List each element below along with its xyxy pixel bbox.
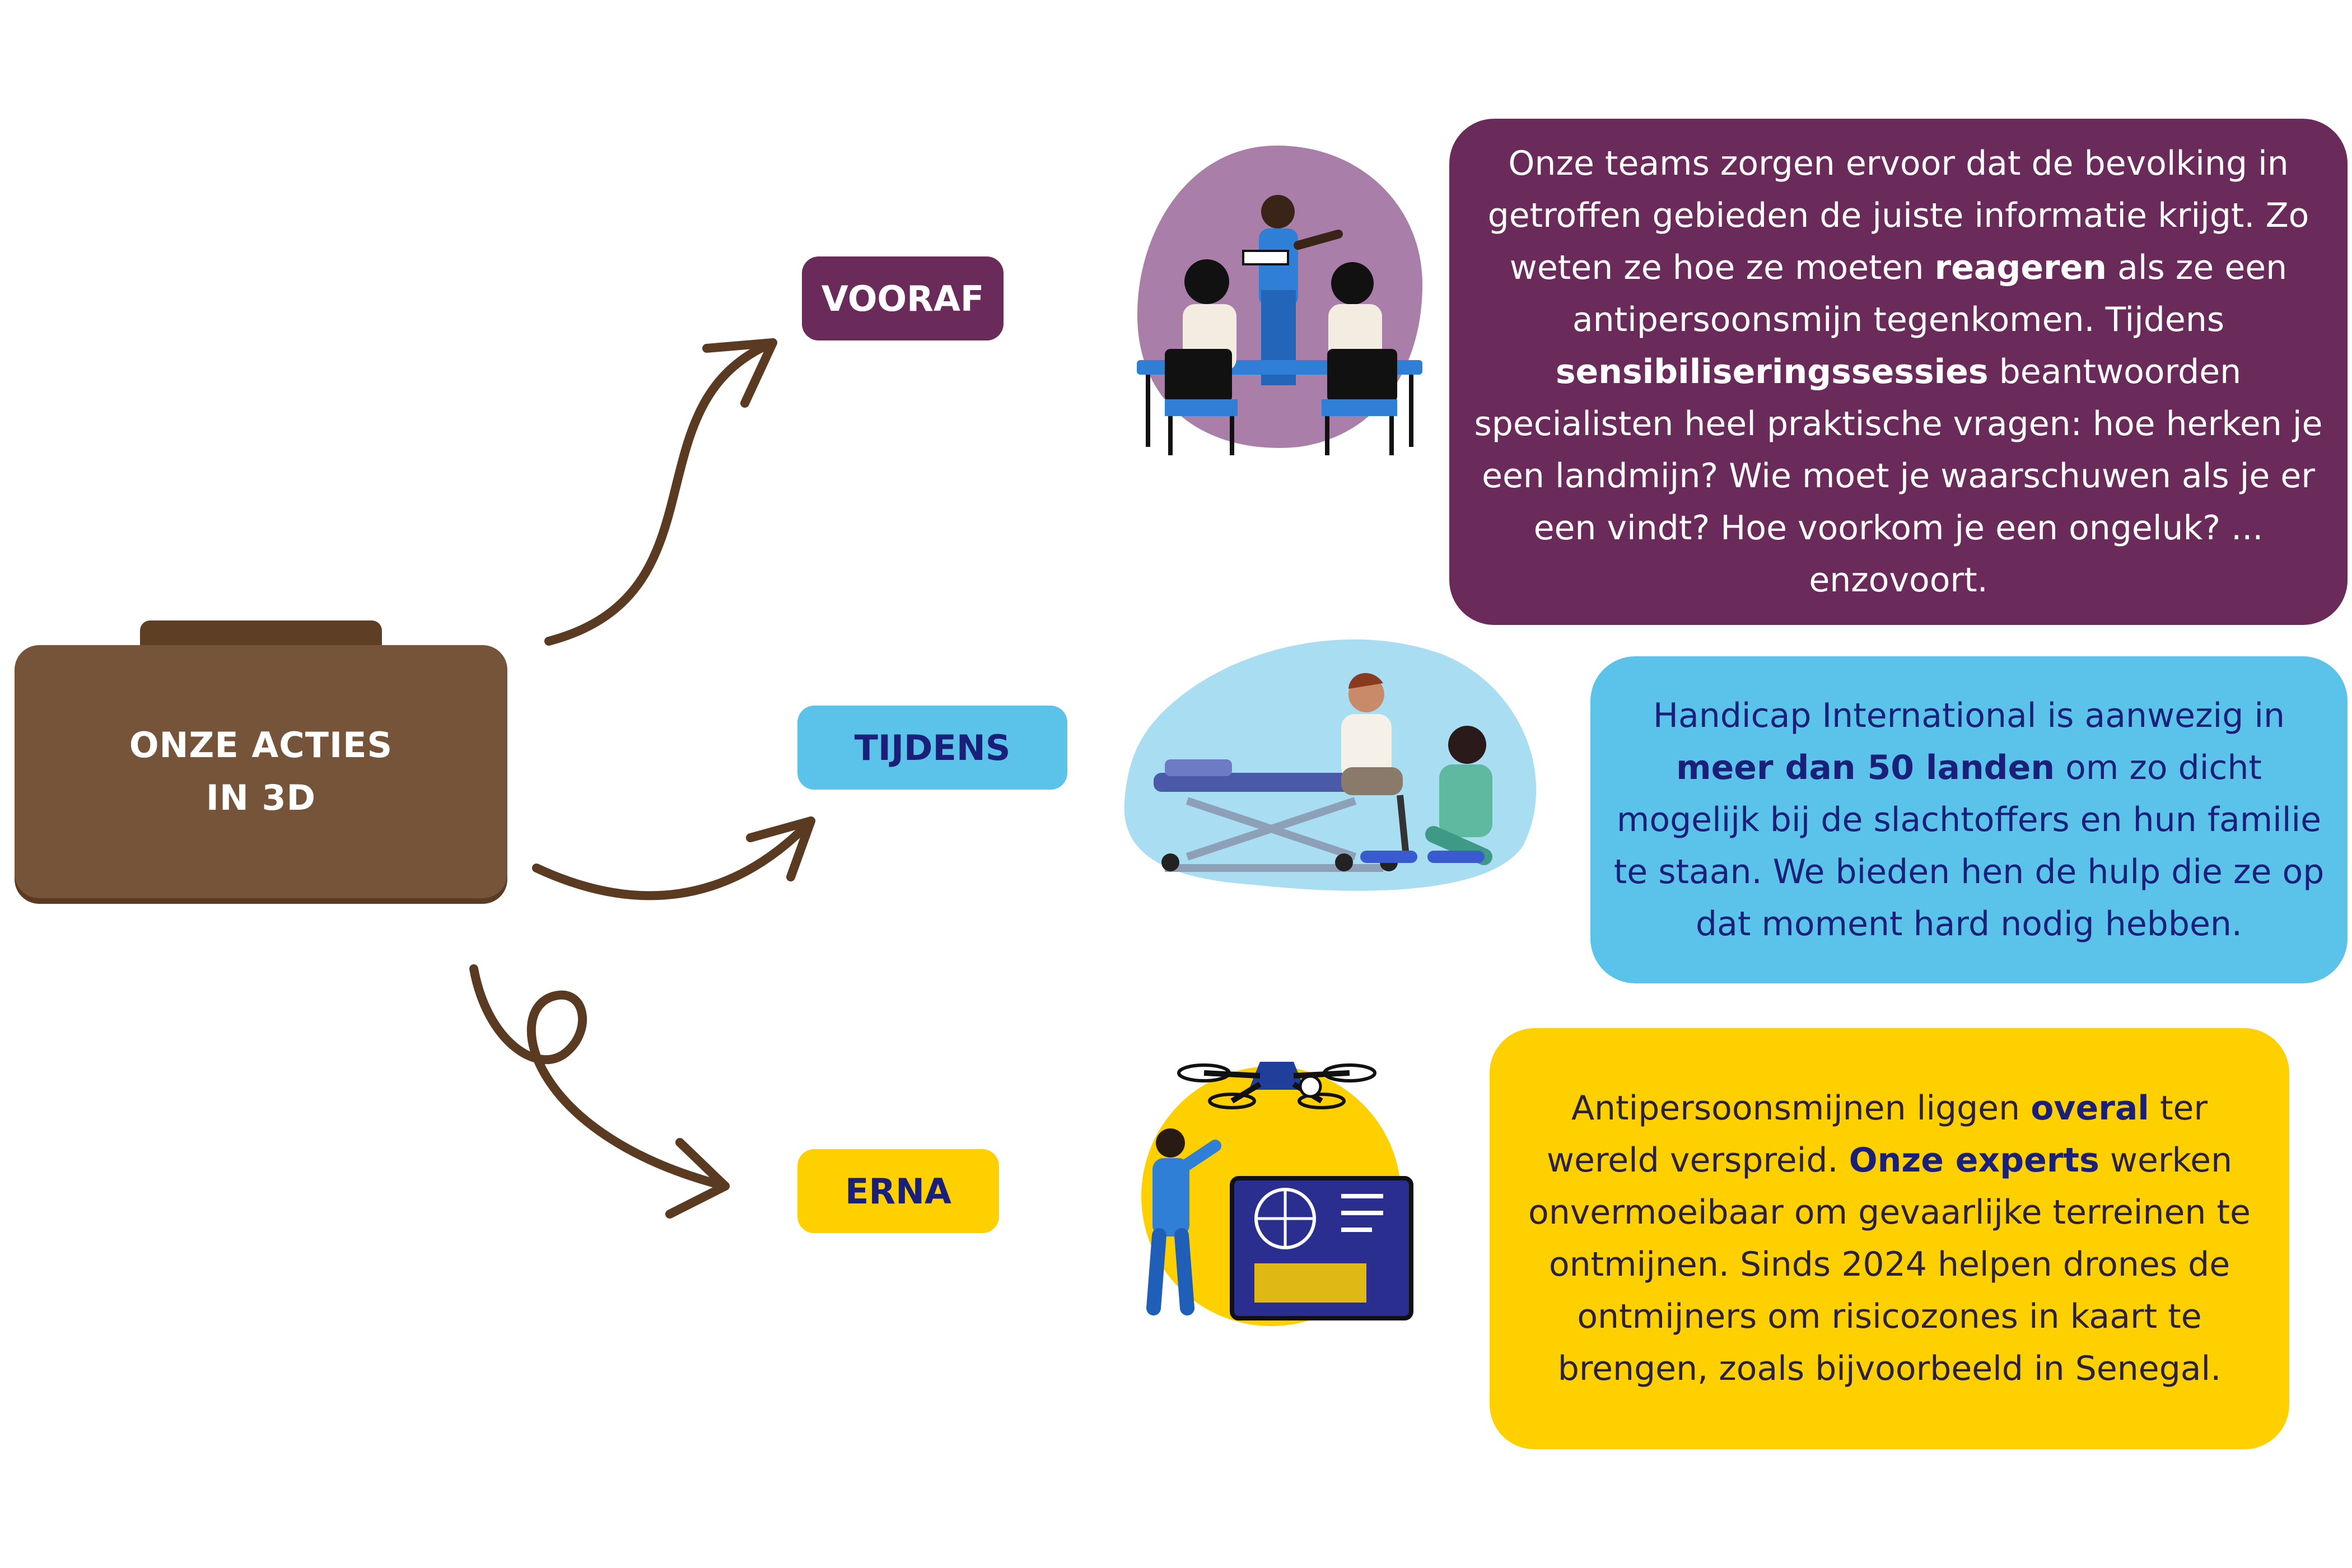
panel-vooraf: Onze teams zorgen ervoor dat de bevolkin… xyxy=(1449,119,2348,625)
text-run: Handicap International is aanwezig in xyxy=(1653,696,2285,735)
panel-vooraf-text: Onze teams zorgen ervoor dat de bevolkin… xyxy=(1466,138,2331,606)
arrow-to-tijdens xyxy=(532,816,815,900)
arrow-to-vooraf-head xyxy=(702,338,777,408)
phase-label-tijdens: TIJDENS xyxy=(797,706,1067,790)
text-run: sensibiliseringssessies xyxy=(1555,352,1989,391)
arrow-to-vooraf xyxy=(544,338,777,646)
text-run: Onze experts xyxy=(1849,1141,2099,1180)
center-title-line1: ONZE ACTIES xyxy=(129,725,393,766)
panel-tijdens: Handicap International is aanwezig in me… xyxy=(1590,656,2348,983)
text-run: meer dan 50 landen xyxy=(1676,748,2055,787)
text-run: ter wereld verspreid. xyxy=(1546,1089,2208,1180)
panel-tijdens-text: Handicap International is aanwezig in me… xyxy=(1613,690,2325,950)
arrow-to-tijdens-head xyxy=(746,816,815,881)
text-run: als ze een antipersoonsmijn tegenkomen. … xyxy=(1572,248,2288,339)
text-run: beantwoorden specialisten heel praktisch… xyxy=(1474,352,2323,600)
physiotherapy-prosthesis-illustration xyxy=(1124,639,1537,891)
text-run: Antipersoonsmijnen liggen xyxy=(1571,1089,2031,1128)
arrow-to-erna-head xyxy=(665,1138,730,1219)
text-run: reageren xyxy=(1934,248,2107,287)
drone-demining-illustration xyxy=(1141,1062,1413,1326)
phase-label-vooraf: VOORAF xyxy=(802,256,1004,340)
panel-erna-text: Antipersoonsmijnen liggen overal ter wer… xyxy=(1512,1082,2267,1395)
arrow-to-erna xyxy=(469,964,730,1191)
classroom-training-illustration xyxy=(1137,146,1422,455)
panel-erna: Antipersoonsmijnen liggen overal ter wer… xyxy=(1490,1028,2289,1449)
text-run: om zo dicht mogelijk bij de slachtoffers… xyxy=(1613,748,2325,944)
text-run: werken onvermoeibaar om gevaarlijke terr… xyxy=(1528,1141,2251,1388)
text-run: overal xyxy=(2031,1089,2149,1128)
text-run: Onze teams zorgen ervoor dat de bevolkin… xyxy=(1487,143,2309,287)
center-title-line2: IN 3D xyxy=(206,777,316,818)
center-briefcase: ONZE ACTIES IN 3D xyxy=(15,645,507,898)
phase-label-erna: ERNA xyxy=(797,1149,999,1233)
